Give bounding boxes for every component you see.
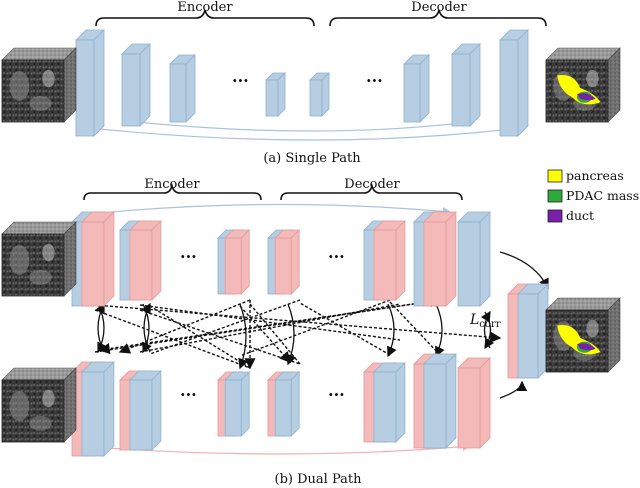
skip-connection-a-2 (135, 118, 472, 132)
bottom-path-block-5 (413, 353, 457, 449)
arrow-bottom-to-fusion (499, 380, 528, 399)
input-ct-b-bottom (1, 367, 77, 443)
cross-path-connections (94, 295, 502, 370)
input-ct-a (1, 47, 77, 123)
fused-blue (517, 283, 549, 379)
bottom-path-block-1-blue (128, 370, 162, 451)
bottom-path-block-3-blue (274, 371, 301, 437)
bottom-path-block-3 (267, 371, 301, 437)
top-path-block-4 (363, 220, 406, 301)
loss-corr-label: Lcorr (469, 312, 501, 330)
feature-block-a-2 (169, 54, 196, 123)
bottom-output-block (457, 357, 491, 449)
ellipsis-b-dec-top: ··· (328, 247, 345, 266)
top-path-block-3-pink (274, 229, 301, 295)
decoder-brace-a (329, 9, 547, 27)
top-path-block-4-pink (372, 220, 406, 301)
top-path-block-2-pink (224, 229, 251, 295)
feature-block-a-1 (121, 43, 151, 127)
output-ct-a (545, 47, 621, 123)
panel-dual-path: Encoder Decoder (71, 177, 582, 487)
output-ct-b (545, 297, 621, 373)
legend-label-pdac: PDAC mass (566, 188, 639, 203)
top-output-block (457, 211, 491, 307)
legend-label-pancreas: pancreas (566, 168, 624, 183)
top-path-block-1-pink (128, 220, 162, 301)
skip-connection-b-top (89, 203, 452, 216)
encoder-label-b: Encoder (144, 177, 200, 192)
encoder-brace-b (83, 183, 262, 201)
feature-block-a-4 (309, 72, 330, 117)
encoder-brace-a (95, 9, 315, 27)
vertical-exchange-arrows (95, 302, 445, 370)
corr-loss-arrow-2 (480, 310, 491, 349)
panel-single-path: Encoder Decoder ··· ··· (a) Single Path (75, 0, 547, 166)
feature-block-a-5 (403, 54, 430, 123)
top-path-block-5 (413, 211, 457, 307)
decoder-label-b: Decoder (344, 177, 400, 192)
top-path-block-3 (267, 229, 301, 295)
ellipsis-b-dec-bottom: ··· (328, 385, 345, 404)
ellipsis-a-decoder: ··· (366, 71, 383, 90)
legend-swatch-pdac (547, 189, 563, 203)
bottom-path-block-0 (71, 361, 115, 457)
duct-segmentation (577, 343, 596, 351)
duct-segmentation (577, 93, 596, 101)
bottom-path-block-0-blue (80, 361, 115, 457)
legend-swatch-pancreas (547, 169, 563, 183)
fused-output-block (507, 283, 549, 379)
legend-swatch-duct (547, 209, 563, 223)
bottom-path-block-5-blue (422, 353, 457, 449)
bottom-path-block-4-blue (372, 362, 406, 443)
encoder-label-a: Encoder (177, 0, 233, 15)
legend-label-duct: duct (566, 208, 594, 223)
feature-block-a-7 (499, 29, 529, 137)
feature-block-a-6 (451, 43, 481, 127)
arrow-top-to-fusion (499, 251, 549, 290)
decoder-brace-b (280, 183, 463, 201)
caption-b: (b) Dual Path (275, 472, 363, 487)
top-path-block-2 (217, 229, 251, 295)
feature-block-a-0 (75, 29, 105, 137)
ellipsis-b-enc-top: ··· (180, 247, 197, 266)
top-path-block-0 (71, 211, 115, 307)
ellipsis-b-enc-bottom: ··· (180, 385, 197, 404)
caption-a: (a) Single Path (263, 151, 361, 166)
input-ct-b-top (1, 221, 77, 297)
feature-block-a-3 (265, 72, 286, 117)
skip-connection-a-1 (89, 124, 522, 141)
top-path-block-1 (119, 220, 162, 301)
bottom-path-block-1 (119, 370, 162, 451)
legend: pancreas PDAC mass duct (547, 168, 639, 223)
ellipsis-a-encoder: ··· (232, 71, 249, 90)
top-path-block-5-pink (422, 211, 457, 307)
top-path-block-0-pink (80, 211, 115, 307)
bottom-path-block-2 (217, 371, 251, 437)
bottom-path-block-4 (363, 362, 406, 443)
decoder-label-a: Decoder (411, 0, 467, 15)
bottom-path-block-2-blue (224, 371, 251, 437)
